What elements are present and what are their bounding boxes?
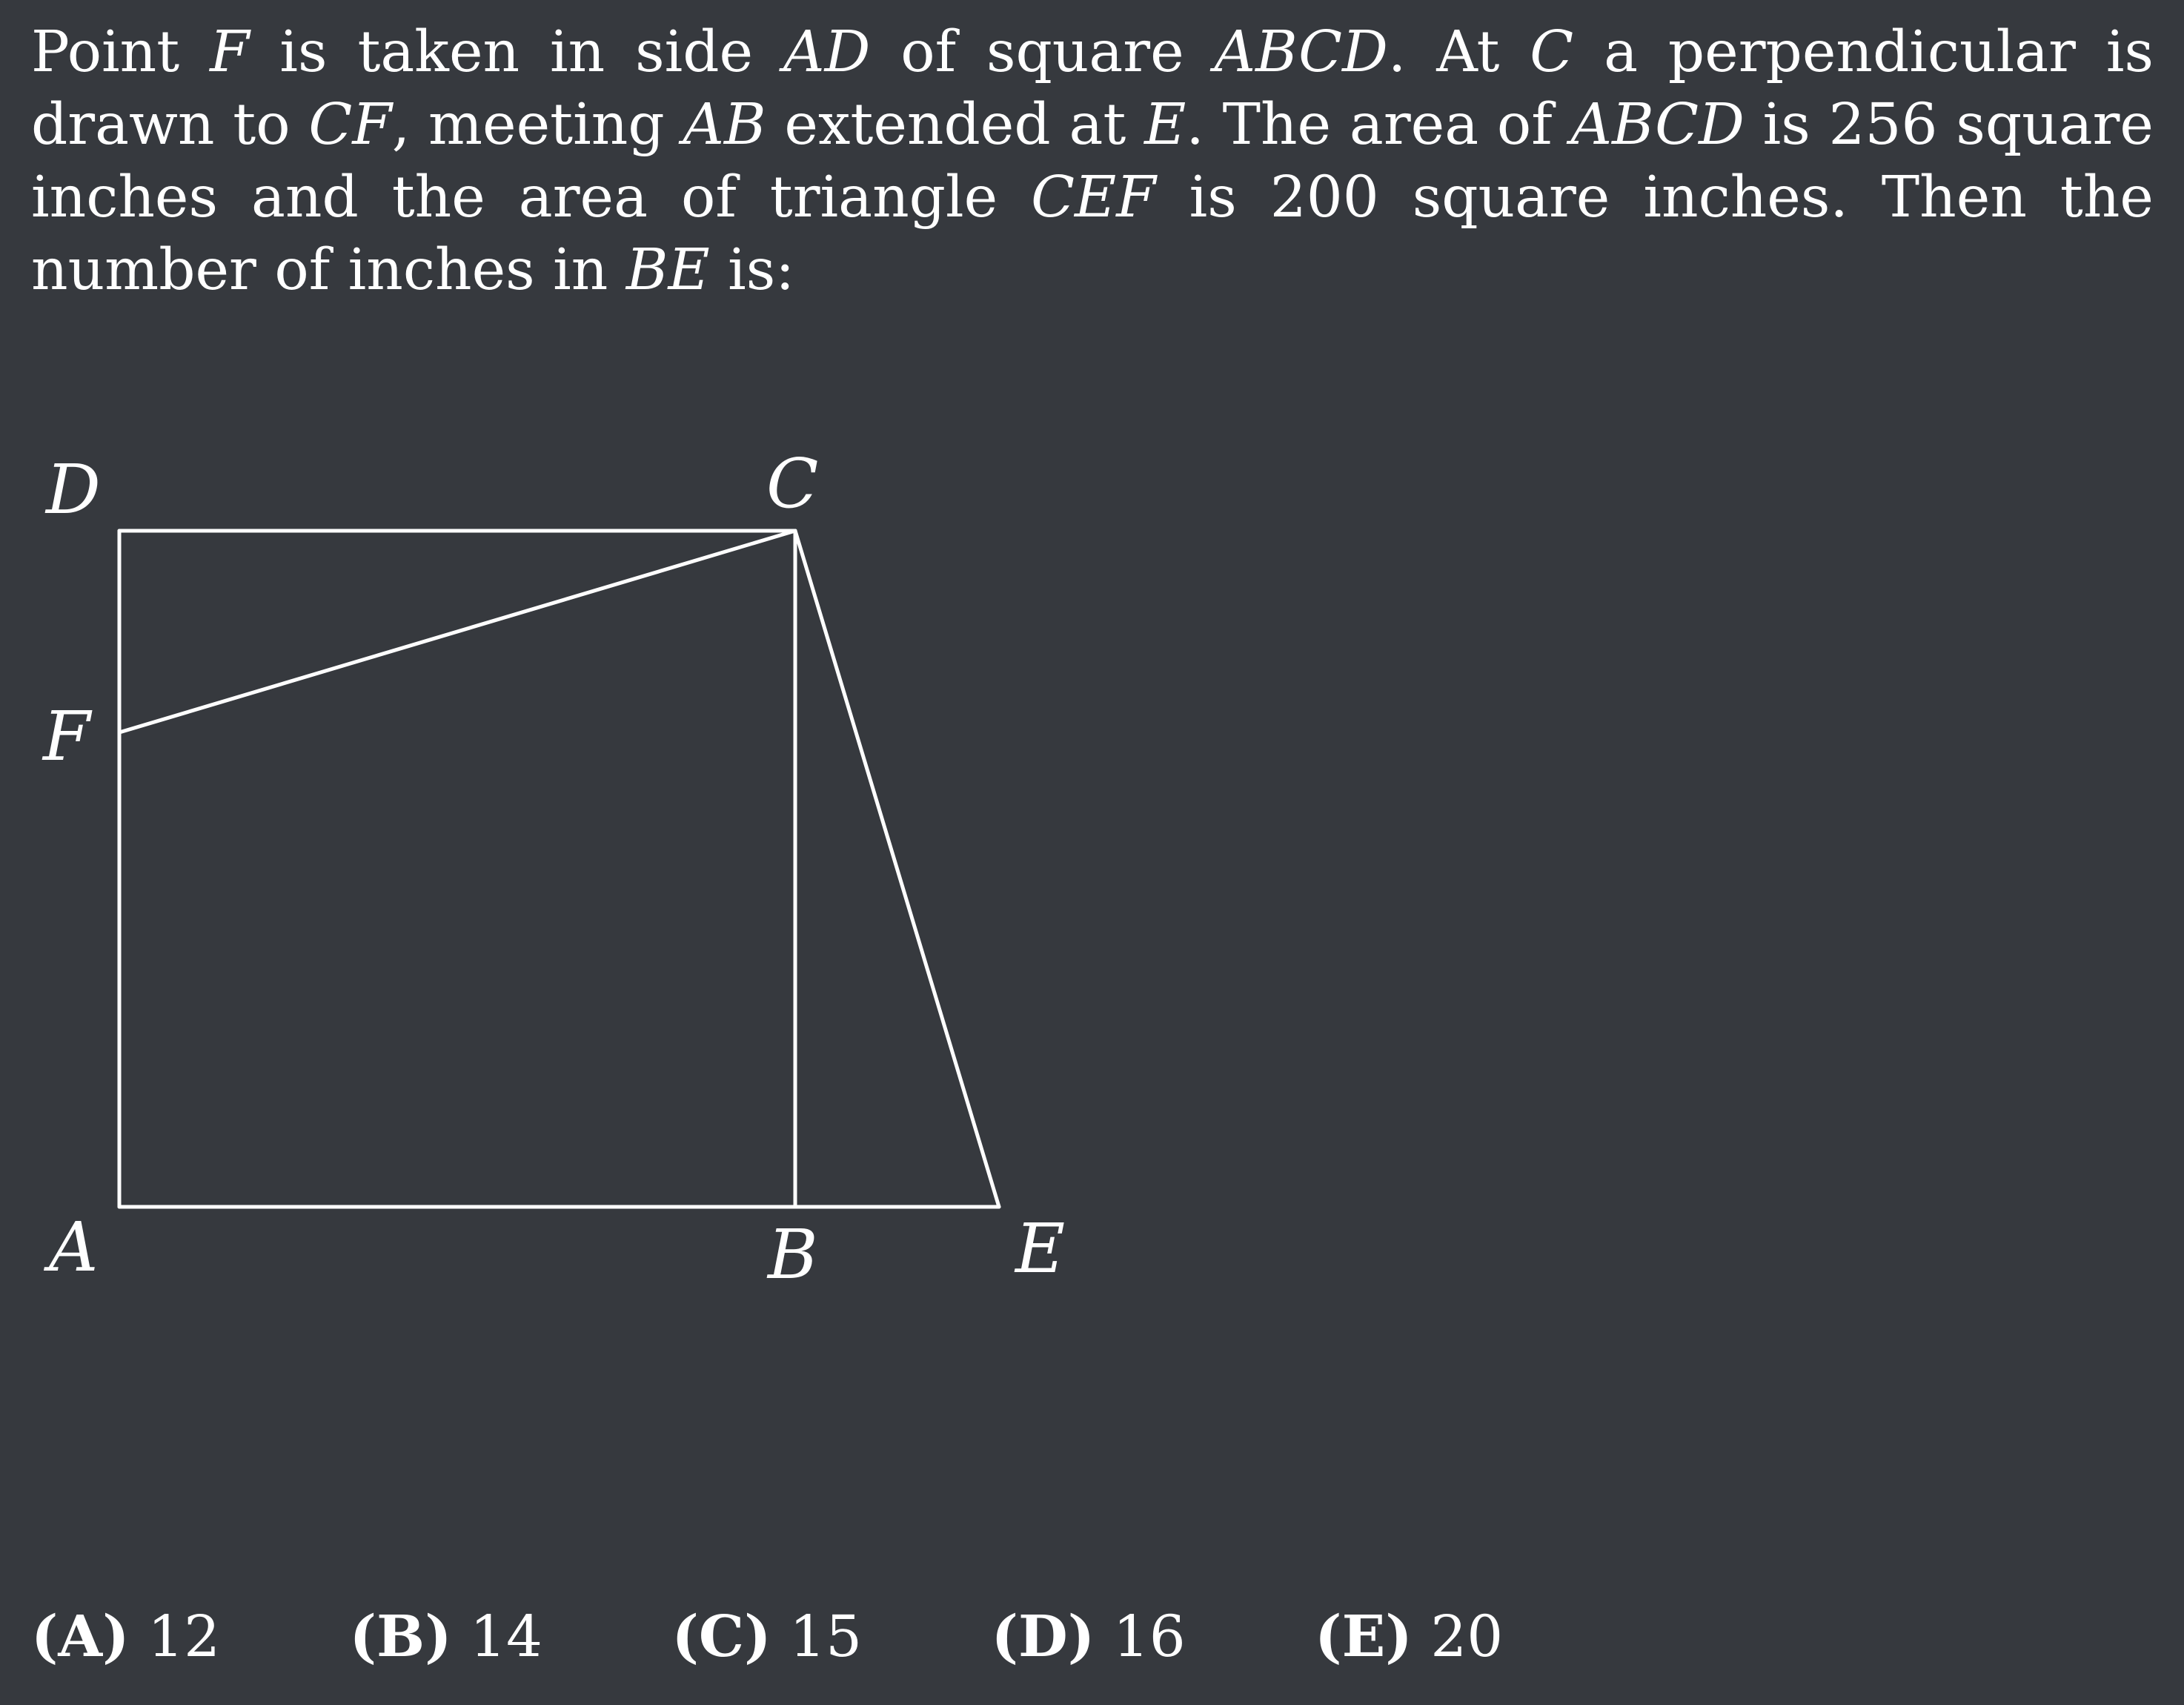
- math-square-abcd: ABCD: [1214, 19, 1388, 85]
- problem-text: is 200 square inches. Then the number of…: [31, 165, 2154, 303]
- segment-cf: [117, 529, 797, 735]
- choice-value: 20: [1430, 1604, 1504, 1670]
- label-d: D: [44, 450, 101, 529]
- problem-text: is taken in side: [249, 19, 783, 85]
- segment-ce: [793, 529, 1001, 1209]
- problem-statement: Point F is taken in side AD of square AB…: [31, 16, 2154, 307]
- math-square-abcd: ABCD: [1570, 92, 1745, 158]
- problem-text: . At: [1387, 19, 1530, 85]
- problem-text: a perpendicular is drawn to: [31, 19, 2154, 158]
- choice-letter: (E): [1315, 1603, 1413, 1670]
- math-segment-ab: AB: [683, 92, 766, 158]
- math-point-c: C: [1530, 19, 1574, 85]
- choice-e[interactable]: (E) 20: [1315, 1600, 1503, 1675]
- choice-c[interactable]: (C) 15: [671, 1600, 862, 1675]
- problem-text: is:: [709, 237, 795, 303]
- problem-text: is 256 square inches and the area of tri…: [31, 92, 2154, 231]
- choice-letter: (B): [349, 1603, 452, 1670]
- math-point-f: F: [210, 19, 250, 85]
- math-triangle-cef: CEF: [1031, 165, 1156, 231]
- math-side-ad: AD: [783, 19, 871, 85]
- choice-a[interactable]: (A) 12: [31, 1600, 220, 1675]
- choice-value: 15: [789, 1604, 863, 1670]
- choice-letter: (D): [991, 1603, 1095, 1670]
- choice-value: 12: [147, 1604, 221, 1670]
- problem-text: of square: [870, 19, 1215, 85]
- choice-d[interactable]: (D) 16: [992, 1600, 1186, 1675]
- problem-text: . The area of: [1186, 92, 1571, 158]
- math-segment-be: BE: [625, 237, 710, 303]
- answer-choices: (A) 12 (B) 14 (C) 15 (D) 16 (E) 20: [31, 1600, 1503, 1675]
- problem-text: , meeting: [391, 92, 683, 158]
- label-e: E: [1014, 1209, 1065, 1288]
- label-b: B: [766, 1215, 818, 1294]
- math-segment-cf: CF: [308, 92, 392, 158]
- label-f: F: [42, 697, 93, 776]
- choice-value: 16: [1112, 1604, 1186, 1670]
- label-a: A: [43, 1208, 98, 1287]
- choice-b[interactable]: (B) 14: [350, 1600, 542, 1675]
- label-c: C: [766, 444, 818, 523]
- choice-value: 14: [470, 1604, 542, 1670]
- math-point-e: E: [1144, 92, 1186, 158]
- choice-letter: (A): [31, 1603, 130, 1670]
- problem-text: Point: [31, 19, 210, 85]
- choice-letter: (C): [671, 1603, 771, 1670]
- problem-text: extended at: [766, 92, 1145, 158]
